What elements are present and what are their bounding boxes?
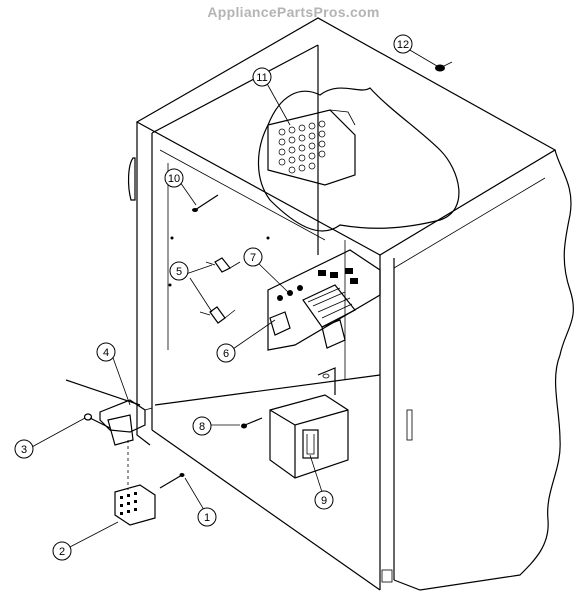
callout-5: 5 <box>169 261 189 281</box>
interior-floor-edge <box>154 374 381 406</box>
callout-7: 7 <box>243 247 263 267</box>
callout-11-label: 11 <box>256 72 267 84</box>
part-5-standoffs <box>199 257 241 324</box>
callout-7-label: 7 <box>250 252 256 264</box>
callout-12: 12 <box>393 34 413 54</box>
callout-4-label: 4 <box>103 347 109 359</box>
callout-6-label: 6 <box>223 348 229 360</box>
cabinet <box>127 17 574 591</box>
callout-6: 6 <box>216 343 236 363</box>
callout-5-label: 5 <box>176 266 182 278</box>
callout-2: 2 <box>52 541 72 561</box>
part-4-switch-bracket <box>65 379 153 446</box>
part-3-screw <box>83 413 111 429</box>
callout-4: 4 <box>96 342 116 362</box>
callout-11: 11 <box>252 67 272 87</box>
part-8-screw <box>241 417 263 429</box>
cabinet-top-panel <box>135 17 557 256</box>
callout-1-label: 1 <box>204 512 210 524</box>
callout-1: 1 <box>197 507 217 527</box>
top-cutaway-edge <box>257 87 460 232</box>
part-10-screw <box>192 194 219 212</box>
callout-3-label: 3 <box>21 444 27 456</box>
side-cutaway-edge <box>393 149 574 591</box>
callout-8-label: 8 <box>199 421 205 433</box>
part-7-circuit-board <box>267 249 381 351</box>
watermark-text: AppliancePartsPros.com <box>207 4 380 20</box>
part-11-grid-element <box>267 109 356 186</box>
callout-12-label: 12 <box>397 39 409 51</box>
panel-holes <box>168 236 270 287</box>
part-1-screw <box>159 473 185 489</box>
cabinet-handle <box>127 157 136 201</box>
back-top-edge <box>151 44 319 134</box>
callout-2-label: 2 <box>59 546 65 558</box>
leader-lines <box>29 45 438 549</box>
part-2-connector <box>114 484 156 526</box>
callout-10: 10 <box>164 168 184 188</box>
callout-9: 9 <box>314 490 334 510</box>
part-9-transformer <box>269 367 349 479</box>
callout-10-label: 10 <box>168 173 180 185</box>
callout-3: 3 <box>14 439 34 459</box>
cabinet-bottom-front <box>151 429 381 591</box>
callout-9-label: 9 <box>321 495 327 507</box>
part-12-screw <box>435 61 453 72</box>
cabinet-left-edge <box>136 122 151 446</box>
callout-8: 8 <box>192 416 212 436</box>
